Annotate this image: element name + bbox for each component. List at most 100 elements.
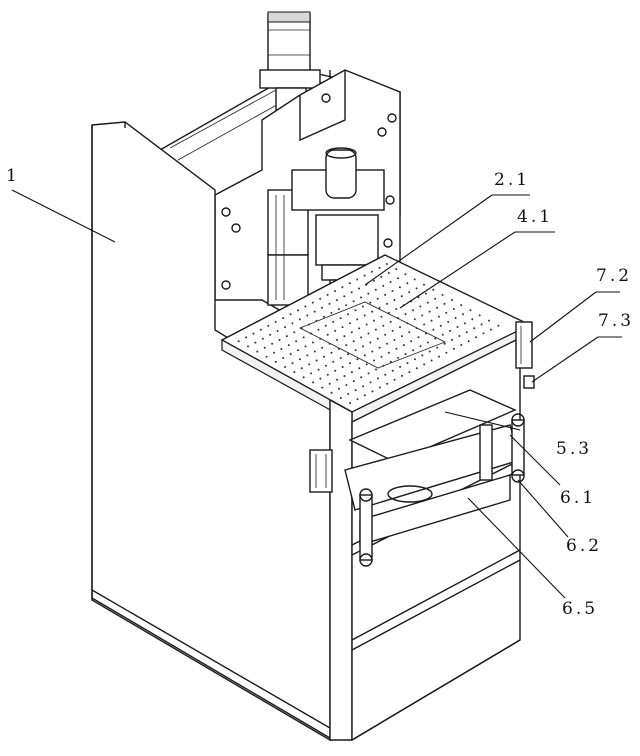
table-hole [293,331,296,334]
table-hole [287,344,290,347]
table-hole [387,311,390,314]
table-hole [363,274,366,277]
table-hole [465,331,468,334]
table-hole [350,371,353,374]
table-hole [385,263,388,265]
table-hole [497,324,500,327]
table-hole [356,398,359,401]
table-hole [393,378,396,381]
table-hole [375,368,377,371]
table-hole [334,329,337,332]
table-hole [434,297,437,300]
table-hole [284,366,287,368]
table-hole [430,359,433,362]
table-hole [317,368,320,371]
table-hole [339,357,342,359]
table-hole [265,355,268,358]
table-hole [456,326,459,328]
table-hole [315,319,318,322]
table-hole [326,333,329,336]
table-hole [261,337,264,340]
table-hole [282,317,285,320]
table-hole [360,336,363,339]
table-hole [352,380,355,383]
table-hole [432,328,435,331]
leader-5-3 [444,411,521,431]
table-hole [298,358,301,361]
table-hole [436,346,439,349]
label-7-2: 7.2 [596,266,633,286]
table-hole [445,311,448,314]
label-6-5: 6.5 [562,599,599,619]
table-hole [317,328,320,331]
table-hole [395,308,398,310]
table-hole [460,344,463,346]
table-hole [349,362,351,365]
table-hole [451,338,453,341]
table-hole [304,305,307,308]
table-hole [336,378,339,381]
table-hole [382,284,385,287]
table-hole [313,310,316,313]
table-hole [326,293,329,296]
table-hole [434,337,437,340]
table-hole [282,357,285,359]
table-hole [284,326,286,329]
table-hole [334,369,337,372]
table-hole [319,377,322,380]
table-hole [462,313,464,316]
table-hole [306,354,309,357]
table-hole [358,367,361,370]
table-hole [400,295,403,298]
table-hole [300,367,303,370]
table-hole [256,350,259,353]
table-hole [410,340,413,343]
table-hole [269,333,272,336]
table-hole [335,299,338,302]
table-hole [408,331,411,334]
table-hole [399,326,401,329]
table-hole [339,396,342,399]
table-hole [369,341,372,344]
table-hole [404,313,407,316]
table-hole [350,291,353,294]
table-hole [311,341,314,344]
table-hole [339,317,342,320]
table-hole [300,327,303,330]
table-hole [384,373,387,376]
table-hole [441,293,444,296]
table-hole [363,314,366,317]
table-hole [358,287,361,290]
table-hole [450,299,453,301]
table-hole [360,376,363,379]
table-hole [406,322,409,325]
table-hole [354,349,357,352]
table-hole [423,363,426,366]
label-7-3: 7.3 [598,311,635,331]
table-hole [254,341,257,344]
label-4-1: 4.1 [517,207,554,227]
table-hole [369,301,372,304]
table-hole [312,381,314,384]
right-hinge [515,321,535,389]
label-6-2: 6.2 [566,536,603,556]
table-hole [297,309,299,312]
table-hole [449,329,452,332]
table-hole [445,351,448,354]
table-hole [352,340,355,343]
table-hole [319,337,322,340]
table-hole [343,375,346,377]
table-hole [337,308,340,311]
perforated-table [220,254,532,424]
table-hole [436,306,439,309]
table-hole [386,382,389,385]
table-hole [347,393,350,395]
table-hole [308,323,311,326]
table-hole [458,335,461,337]
leader-1 [11,189,116,243]
table-hole [386,302,388,305]
table-hole [389,360,392,363]
table-hole [341,286,344,289]
table-hole [334,290,336,293]
